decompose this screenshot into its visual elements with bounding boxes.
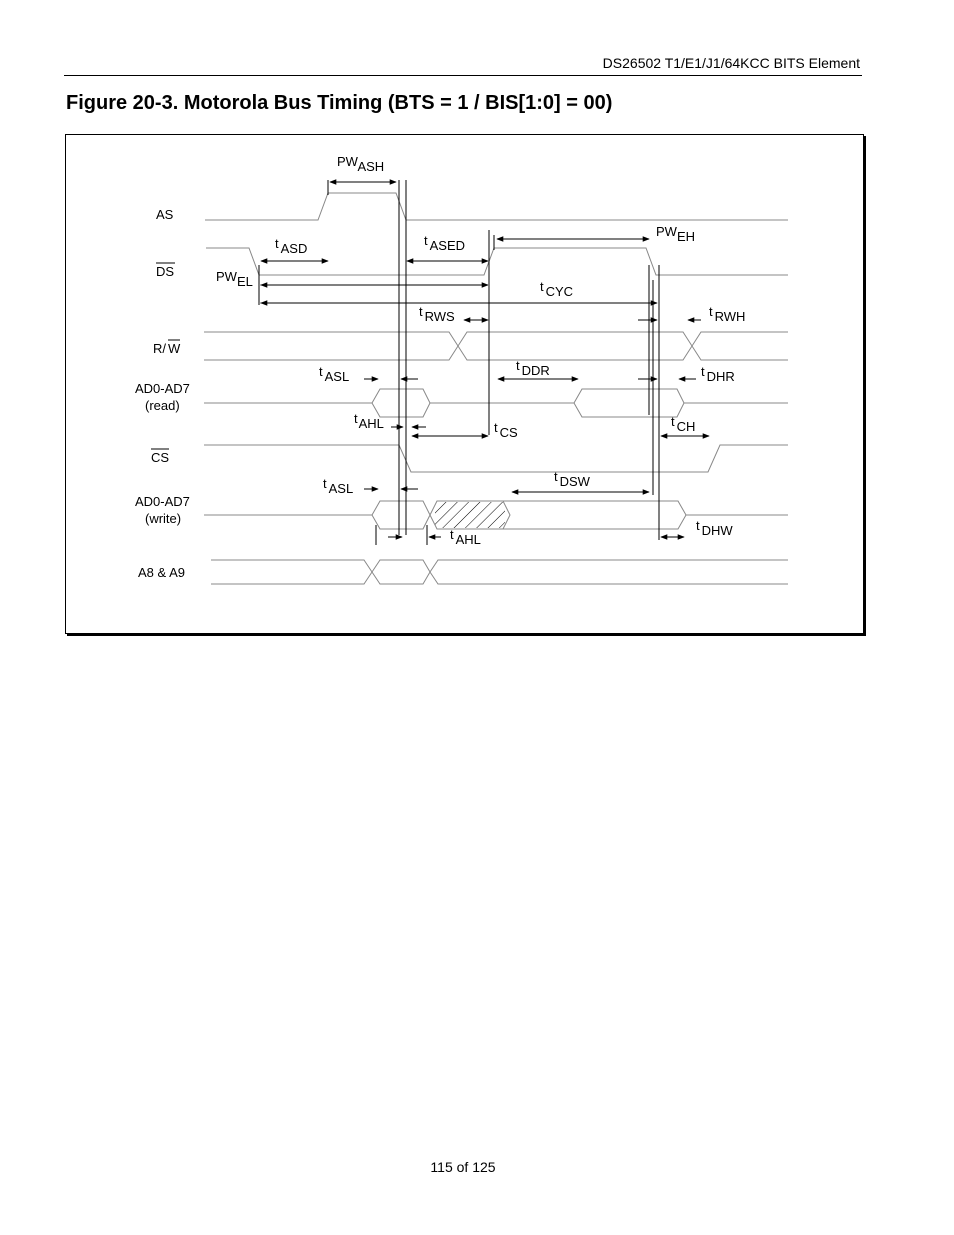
tahl-read-label: tAHL	[354, 411, 384, 431]
document-header: DS26502 T1/E1/J1/64KCC BITS Element	[602, 55, 860, 71]
page-number: 115 of 125	[430, 1159, 496, 1175]
a8a9-waveform	[211, 559, 788, 585]
signal-label-ad-write-1: AD0-AD7	[135, 494, 190, 509]
as-waveform	[205, 192, 788, 221]
pwel-label: PWEL	[216, 269, 253, 289]
ad-read-waveform	[204, 388, 788, 418]
signal-label-ad-read-2: (read)	[145, 398, 180, 413]
pweh-label: PWEH	[656, 224, 695, 244]
signal-label-ad-write-2: (write)	[145, 511, 181, 526]
figure-title: Figure 20-3. Motorola Bus Timing (BTS = …	[66, 92, 613, 114]
timing-diagram-frame: AS DS R/ W AD0-AD7 (read) CS AD0-AD7 (wr…	[65, 134, 864, 634]
timing-arrows	[260, 179, 710, 540]
signal-label-cs: CS	[151, 450, 169, 465]
timing-diagram: AS DS R/ W AD0-AD7 (read) CS AD0-AD7 (wr…	[135, 154, 788, 585]
header-rule	[64, 75, 862, 76]
signal-label-rw-w: W	[168, 341, 181, 356]
signal-label-rw-r: R/	[153, 341, 166, 356]
timing-reference-dashes	[259, 284, 649, 304]
signal-label-as: AS	[156, 207, 174, 222]
pwash-label: PWASH	[337, 154, 384, 174]
rw-waveform	[204, 331, 788, 361]
cs-waveform	[204, 444, 788, 473]
signal-label-a8-a9: A8 & A9	[138, 565, 185, 580]
ad-write-waveform	[204, 500, 788, 530]
write-data-invalid-hatch	[435, 502, 505, 528]
timing-reference-lines	[258, 180, 660, 545]
signal-label-ad-read-1: AD0-AD7	[135, 381, 190, 396]
signal-label-ds: DS	[156, 264, 174, 279]
